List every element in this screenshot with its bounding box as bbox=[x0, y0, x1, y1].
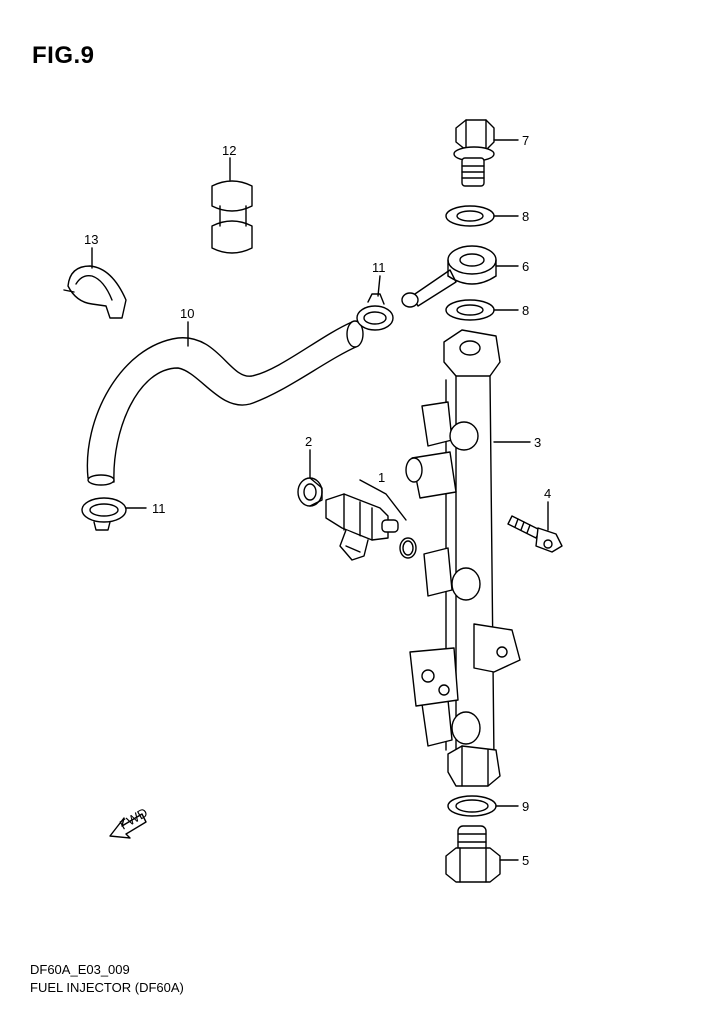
fuel-injector-part-1[interactable] bbox=[325, 493, 399, 561]
o-ring-part-1[interactable] bbox=[399, 537, 417, 559]
washer-part-8-upper[interactable] bbox=[445, 205, 495, 227]
banjo-bolt-part-7[interactable] bbox=[453, 119, 495, 187]
seal-part-2[interactable] bbox=[297, 477, 323, 507]
callout-1: 1 bbox=[378, 470, 385, 485]
fuel-rail-part-3[interactable] bbox=[405, 329, 521, 787]
plug-part-5[interactable] bbox=[445, 825, 501, 883]
clip-part-12[interactable] bbox=[211, 180, 253, 254]
callout-7: 7 bbox=[522, 133, 529, 148]
bolt-part-4[interactable] bbox=[507, 515, 563, 553]
callout-12: 12 bbox=[222, 143, 236, 158]
callout-5: 5 bbox=[522, 853, 529, 868]
fwd-arrow-icon: FWD bbox=[109, 805, 150, 839]
leader-lines bbox=[91, 139, 549, 861]
callout-4: 4 bbox=[544, 486, 551, 501]
washer-part-8-lower[interactable] bbox=[445, 299, 495, 321]
callout-6: 6 bbox=[522, 259, 529, 274]
callout-1-bracket bbox=[359, 479, 407, 521]
gasket-part-9[interactable] bbox=[447, 795, 497, 817]
hose-clamp-part-11-lower[interactable] bbox=[81, 497, 127, 531]
callout-11-lower: 11 bbox=[152, 501, 166, 516]
banjo-fitting-part-6[interactable] bbox=[401, 245, 497, 308]
callout-8-lower: 8 bbox=[522, 303, 529, 318]
callout-11-upper: 11 bbox=[372, 260, 386, 275]
fuel-hose-part-10[interactable] bbox=[86, 320, 364, 486]
clamp-part-13[interactable] bbox=[63, 265, 127, 319]
callout-10: 10 bbox=[180, 306, 194, 321]
callout-8-upper: 8 bbox=[522, 209, 529, 224]
callout-9: 9 bbox=[522, 799, 529, 814]
callout-3: 3 bbox=[534, 435, 541, 450]
hose-clamp-part-11-upper[interactable] bbox=[356, 293, 394, 331]
figure-description: FUEL INJECTOR (DF60A) bbox=[30, 980, 184, 995]
figure-title: FIG.9 bbox=[32, 42, 95, 69]
model-code: DF60A_E03_009 bbox=[30, 962, 130, 977]
callout-2: 2 bbox=[305, 434, 312, 449]
callout-13: 13 bbox=[84, 232, 98, 247]
